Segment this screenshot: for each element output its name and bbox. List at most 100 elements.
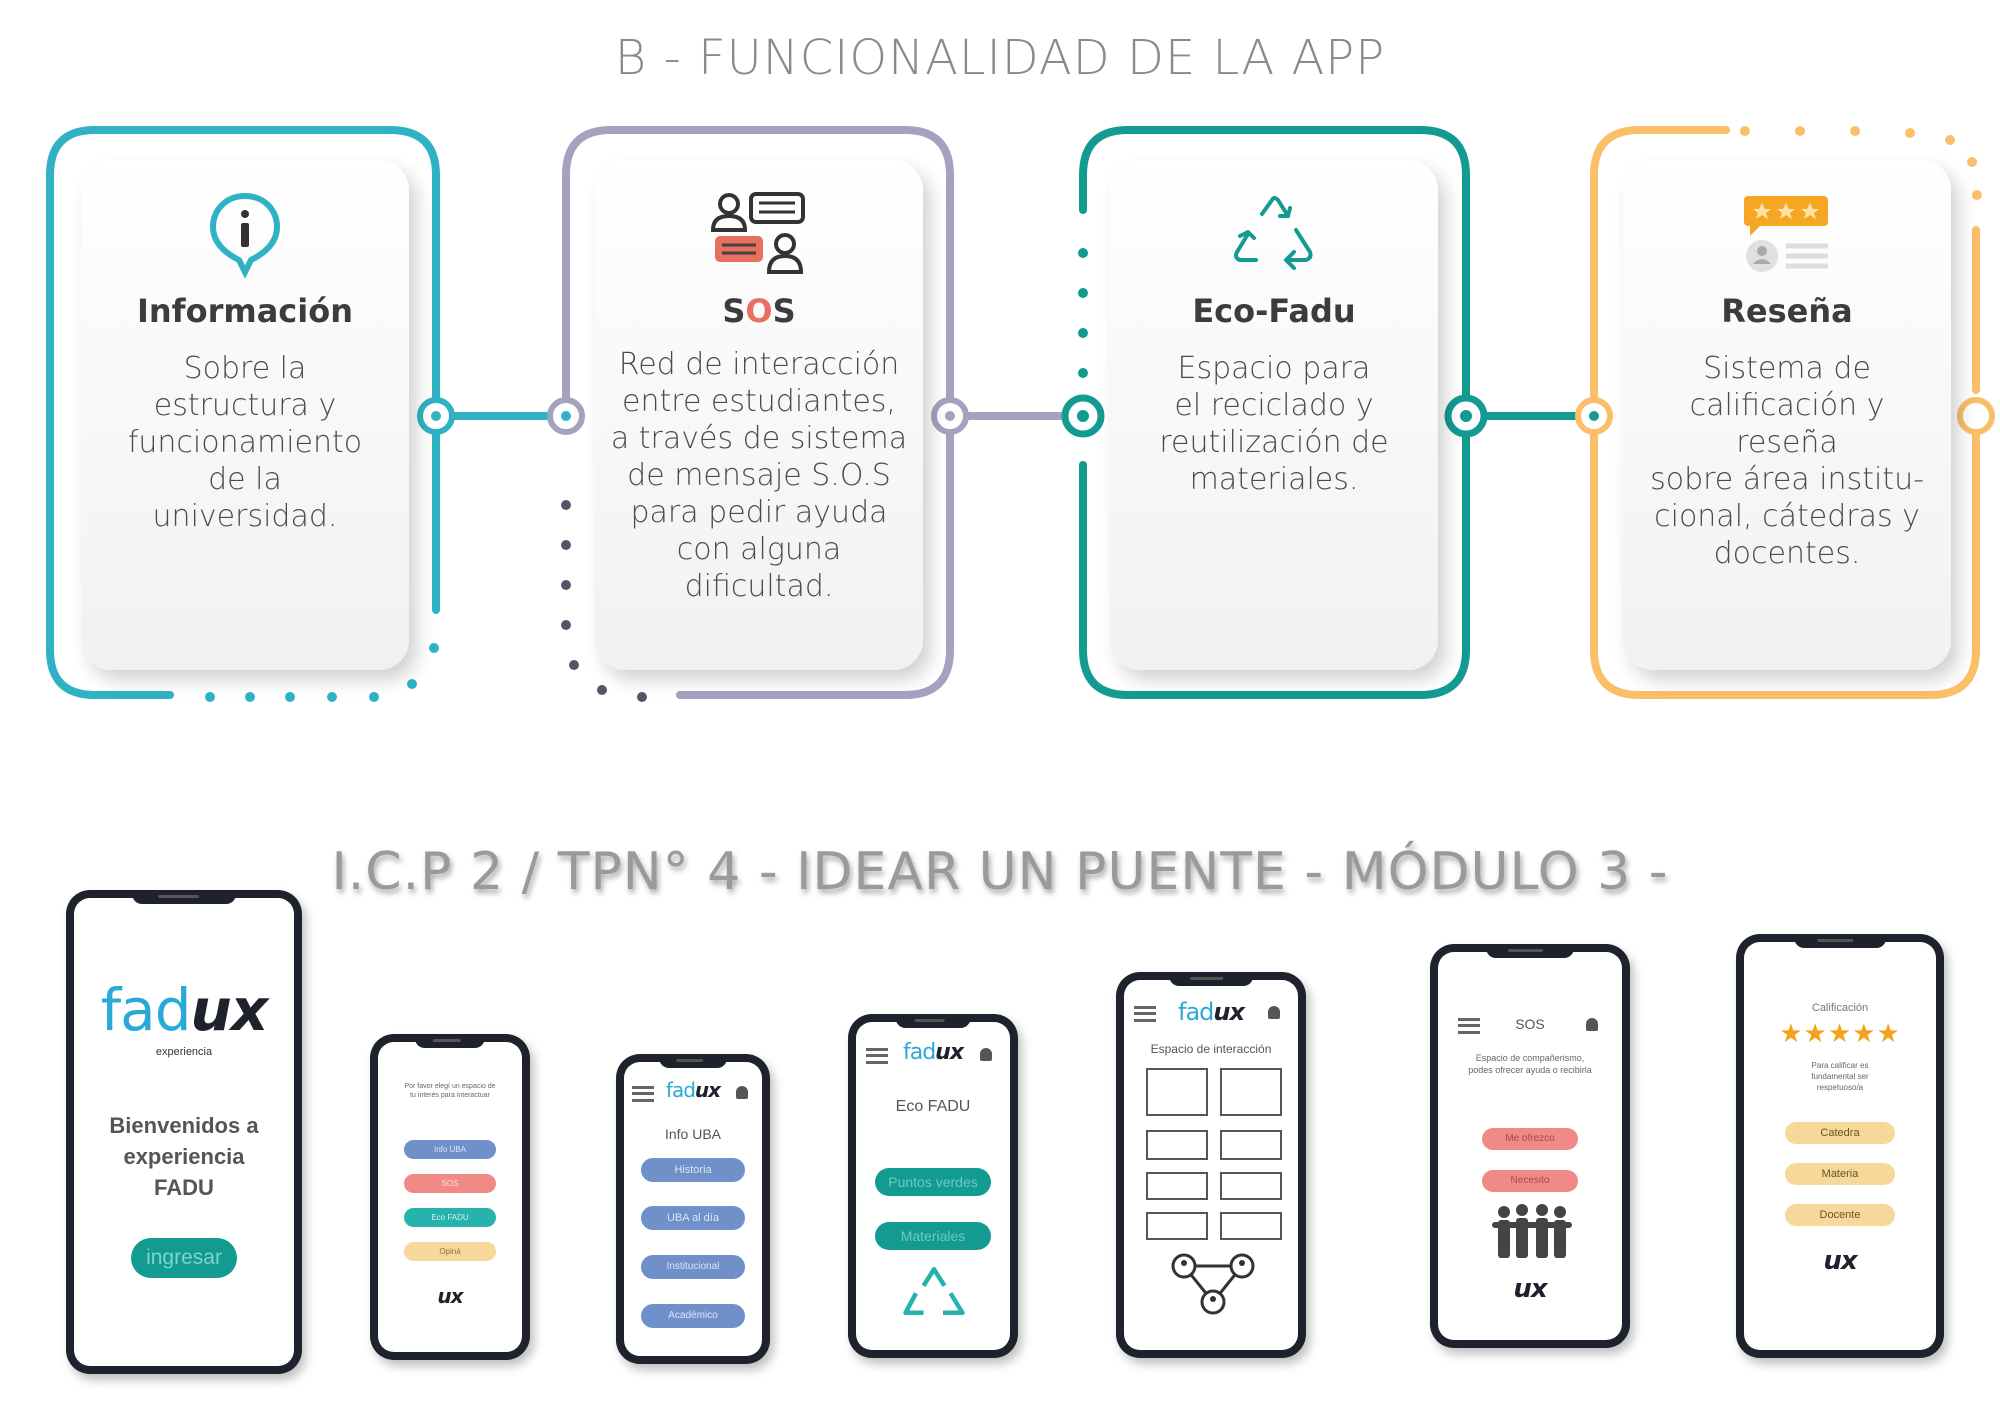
- eco-item-puntos-verdes[interactable]: Puntos verdes: [875, 1168, 991, 1196]
- logo-ux: ux: [437, 1284, 463, 1308]
- phone-notch: [1169, 972, 1253, 986]
- recycle-icon: [1110, 190, 1438, 285]
- card-title: Eco-Fadu: [1192, 292, 1356, 330]
- screen-title: Calificación: [1811, 1002, 1869, 1014]
- info-item-academico[interactable]: Académico: [641, 1304, 745, 1328]
- bell-icon[interactable]: [736, 1086, 748, 1099]
- card-title: Reseña: [1721, 292, 1853, 330]
- menu-prompt: Por favor elegí un espacio de tu interés…: [404, 1083, 496, 1099]
- screen-title: Info UBA: [664, 1126, 722, 1142]
- menu-icon[interactable]: [1134, 1006, 1156, 1022]
- phone-notch: [1486, 944, 1574, 958]
- content-box[interactable]: [1220, 1130, 1282, 1160]
- content-box[interactable]: [1220, 1212, 1282, 1240]
- card-sos: SOS Red de interacción entre estudiantes…: [595, 160, 923, 670]
- menu-item-opina[interactable]: Opiná: [404, 1242, 496, 1261]
- menu-item-eco-fadu[interactable]: Eco FADU: [404, 1208, 496, 1227]
- star-icon[interactable]: ★: [1803, 1018, 1828, 1048]
- fadux-logo: fadux: [1178, 998, 1245, 1026]
- phone-menu: Por favor elegí un espacio de tu interés…: [370, 1034, 530, 1360]
- rating-catedra-button[interactable]: Catedra: [1785, 1122, 1895, 1144]
- info-item-historia[interactable]: Historia: [641, 1158, 745, 1182]
- phone-screen: fadux experiencia Bienvenidos a experien…: [74, 898, 294, 1366]
- menu-icon[interactable]: [632, 1086, 654, 1102]
- sos-description: Espacio de compañerismo, podes ofrecer a…: [1468, 1053, 1592, 1075]
- card-title: SOS: [595, 292, 923, 330]
- star-icon[interactable]: ★: [1876, 1018, 1901, 1048]
- phone-screen: Calificación ★★★★★ Para calificar es fun…: [1744, 942, 1936, 1350]
- bell-icon[interactable]: [980, 1048, 992, 1061]
- rating-docente-button[interactable]: Docente: [1785, 1204, 1895, 1226]
- card-informacion: Información Sobre la estructura y funcio…: [81, 160, 409, 670]
- star-icon[interactable]: ★: [1852, 1018, 1877, 1048]
- users-network-icon: [1168, 1252, 1258, 1321]
- screen-title: SOS: [1515, 1016, 1545, 1032]
- screen-title: Espacio de interacción: [1150, 1042, 1272, 1056]
- info-frame-dots: [205, 643, 439, 702]
- card-title: Información: [136, 292, 353, 330]
- rating-review-icon: [1623, 190, 1951, 285]
- logo-tagline: experiencia: [155, 1046, 213, 1058]
- phone-notch: [1794, 934, 1886, 948]
- ingresar-button[interactable]: ingresar: [131, 1238, 237, 1278]
- content-box[interactable]: [1146, 1212, 1208, 1240]
- phone-rating: Calificación ★★★★★ Para calificar es fun…: [1736, 934, 1944, 1358]
- menu-icon[interactable]: [1458, 1018, 1480, 1034]
- info-item-institucional[interactable]: Institucional: [641, 1255, 745, 1279]
- phone-interaction: fadux Espacio de interacción: [1116, 972, 1306, 1358]
- sos-frame-dots: [561, 500, 647, 702]
- eco-item-materiales[interactable]: Materiales: [875, 1222, 991, 1250]
- rating-materia-button[interactable]: Materia: [1785, 1163, 1895, 1185]
- welcome-text: Bienvenidos a experiencia FADU: [109, 1113, 259, 1200]
- logo-ux: ux: [1513, 1274, 1547, 1304]
- group-people-icon: [1490, 1202, 1574, 1265]
- phone-screen: fadux Eco FADU Puntos verdes Materiales: [856, 1022, 1010, 1350]
- eco-frame-dots: [1078, 248, 1088, 378]
- phone-screen: Por favor elegí un espacio de tu interés…: [378, 1042, 522, 1352]
- phone-info-uba: fadux Info UBA Historia UBA al día Insti…: [616, 1054, 770, 1364]
- title-letter-o: O: [745, 292, 773, 330]
- chat-users-icon: [595, 190, 923, 285]
- content-box[interactable]: [1220, 1068, 1282, 1116]
- phone-screen: fadux Espacio de interacción: [1124, 980, 1298, 1350]
- info-frame: [46, 126, 440, 699]
- menu-icon[interactable]: [866, 1048, 888, 1064]
- phone-notch: [659, 1054, 727, 1068]
- sos-necesito-button[interactable]: Necesito: [1482, 1170, 1578, 1192]
- phone-notch: [414, 1034, 486, 1048]
- sos-me-ofrezco-button[interactable]: Me ofrezco: [1482, 1128, 1578, 1150]
- card-description: Espacio para el reciclado y reutilizació…: [1159, 351, 1389, 497]
- rating-stars[interactable]: ★★★★★: [1744, 1018, 1936, 1049]
- logo-ux: ux: [190, 976, 269, 1044]
- sos-frame: [562, 126, 954, 699]
- menu-item-sos[interactable]: SOS: [404, 1174, 496, 1193]
- menu-item-info-uba[interactable]: Info UBA: [404, 1140, 496, 1159]
- bell-icon[interactable]: [1586, 1018, 1598, 1031]
- info-item-uba-al-dia[interactable]: UBA al día: [641, 1206, 745, 1230]
- phone-welcome: fadux experiencia Bienvenidos a experien…: [66, 890, 302, 1374]
- content-box[interactable]: [1220, 1172, 1282, 1200]
- fadux-logo: fadux: [665, 1078, 721, 1102]
- star-icon[interactable]: ★: [1827, 1018, 1853, 1048]
- phone-notch: [895, 1014, 971, 1028]
- fadux-logo: fadux: [74, 976, 294, 1044]
- phone-notch: [132, 890, 236, 904]
- content-box[interactable]: [1146, 1172, 1208, 1200]
- star-icon[interactable]: ★: [1779, 1018, 1804, 1048]
- bell-icon[interactable]: [1268, 1006, 1280, 1019]
- ux-logo: ux: [378, 1284, 522, 1308]
- main-title: B - FUNCIONALIDAD DE LA APP: [614, 30, 1386, 86]
- info-pin-icon: [81, 190, 409, 285]
- content-box[interactable]: [1146, 1068, 1208, 1116]
- ux-logo: ux: [1744, 1246, 1936, 1276]
- connector-nodes: [417, 394, 1995, 438]
- recycle-icon: [898, 1262, 970, 1337]
- card-eco-fadu: Eco-Fadu Espacio para el reciclado y reu…: [1110, 160, 1438, 670]
- content-box[interactable]: [1146, 1130, 1208, 1160]
- ux-logo: ux: [1438, 1274, 1622, 1304]
- card-description: Red de interacción entre estudiantes, a …: [610, 347, 908, 604]
- logo-fad: fad: [100, 976, 192, 1044]
- screen-title: Eco FADU: [895, 1098, 971, 1115]
- title-letter-s: S: [772, 292, 796, 330]
